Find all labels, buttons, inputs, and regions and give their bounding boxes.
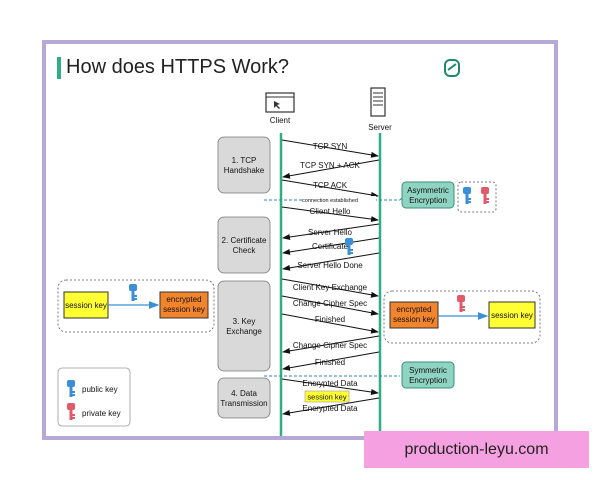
message-arrow (282, 335, 380, 354)
message-label: Change Cipher Spec (293, 341, 367, 350)
message-label: Change Cipher Spec (293, 299, 367, 308)
message-label: Encrypted Data (302, 379, 358, 388)
stage-box (217, 136, 271, 194)
message-label: Client Key Exchange (293, 283, 368, 292)
key-icon-blue (463, 187, 471, 204)
symmetric-encryption-box (401, 361, 455, 389)
message-arrow (281, 139, 379, 158)
message-arrow (282, 397, 380, 416)
right-private-key-icon (457, 295, 465, 312)
legend-private-key-label: private key (82, 409, 121, 418)
legend (57, 367, 131, 427)
right-encrypted-label-1: encrypted (396, 305, 431, 314)
legend-private-key-icon (67, 403, 75, 420)
message-label: Finished (315, 358, 345, 367)
message-label: TCP SYN + ACK (300, 161, 360, 170)
stage-box (217, 377, 271, 419)
session-key-badge (304, 390, 350, 403)
message-label: TCP SYN (313, 142, 348, 151)
message-arrow (281, 378, 379, 395)
stage-box (217, 280, 271, 372)
asymmetric-encryption-box (401, 181, 455, 209)
message-arrow (282, 159, 380, 179)
message-arrow (281, 179, 379, 198)
message-arrow (282, 237, 380, 255)
stage-label: Check (233, 246, 257, 255)
message-label: Server Hello Done (297, 261, 363, 270)
right-session-key-box (488, 301, 536, 329)
asymmetric-encryption-label-2: Encryption (409, 196, 447, 205)
stage-label: 2. Certificate (222, 236, 267, 245)
stage-label: Transmission (220, 399, 267, 408)
symmetric-encryption-label-2: Encryption (409, 376, 447, 385)
right-encrypted-box (389, 301, 439, 329)
right-session-key-label: session key (491, 311, 533, 320)
legend-public-key-label: public key (82, 385, 118, 394)
message-arrow (282, 351, 380, 371)
left-session-key-box (63, 291, 109, 319)
client-encrypt-group (57, 279, 215, 333)
message-arrow (281, 295, 379, 316)
stage-label: Handshake (224, 166, 265, 175)
message-label: Certificate (312, 242, 349, 251)
legend-public-key-icon (67, 380, 75, 397)
messages: TCP SYN TCP SYN + ACK TCP ACK connection es… (281, 139, 380, 416)
message-arrow (281, 313, 379, 334)
message-arrow (282, 252, 380, 271)
symmetric-encryption-label-1: Symmetric (409, 366, 447, 375)
server-decrypt-group (383, 290, 541, 344)
message-arrow (281, 206, 379, 223)
server-label: Server (368, 123, 392, 132)
session-key-badge-label: session key (307, 393, 346, 402)
page-title: How does HTTPS Work? (66, 56, 290, 78)
left-encrypted-box (159, 291, 209, 319)
stage-label: 1. TCP (232, 156, 257, 165)
message-label: Server Hello (308, 228, 353, 237)
asymmetric-encryption-label-1: Asymmetric (407, 186, 449, 195)
message-label: connection established (302, 198, 358, 204)
message-label: Encrypted Data (302, 404, 358, 413)
computer-icon (265, 92, 295, 113)
left-encrypted-label-1: encrypted (166, 295, 201, 304)
message-arrow (281, 278, 379, 298)
left-encrypted-label-2: session key (163, 305, 205, 314)
stage-label: 3. Key (233, 317, 256, 326)
slide (46, 44, 554, 436)
client-label: Client (270, 116, 291, 125)
server-icon (370, 87, 386, 117)
key-icon-red (481, 187, 489, 204)
left-public-key-icon (129, 284, 137, 301)
stage-box (217, 216, 271, 274)
left-session-key-label: session key (65, 301, 107, 310)
message-label: Client Hello (310, 207, 351, 216)
stage-label: 4. Data (231, 389, 257, 398)
logo-icon (444, 59, 460, 77)
stage-label: Exchange (226, 327, 262, 336)
right-encrypted-label-2: session key (393, 315, 435, 324)
watermark: production-leyu.com (364, 431, 589, 468)
title-accent-bar (57, 57, 61, 79)
asymmetric-keys-group (457, 181, 497, 213)
message-label: Finished (315, 315, 345, 324)
message-arrow (282, 223, 380, 240)
message-label: TCP ACK (313, 181, 348, 190)
message-label-bg (302, 196, 376, 204)
